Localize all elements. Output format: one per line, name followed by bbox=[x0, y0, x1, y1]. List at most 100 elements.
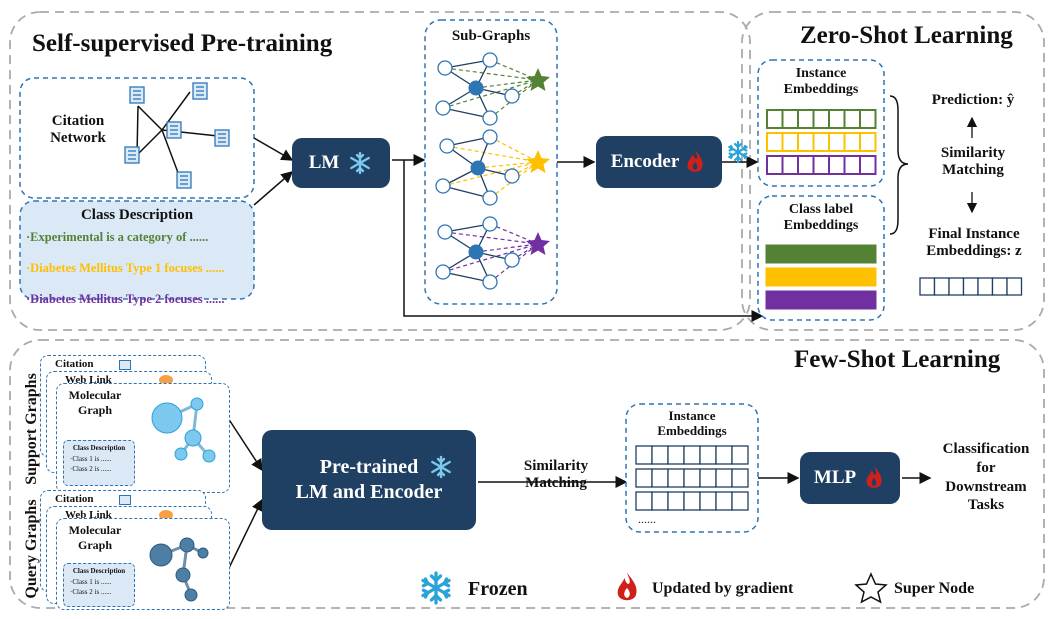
fs-embedding-cell bbox=[683, 445, 701, 465]
card-class-desc-title: Class Description bbox=[72, 567, 126, 575]
fs-embedding-cell bbox=[683, 491, 701, 511]
fs-embedding-cell bbox=[651, 491, 669, 511]
fs-embedding-cell bbox=[699, 468, 717, 488]
final-embedding-cell bbox=[933, 277, 950, 296]
fs-similarity-label: Similarity Matching bbox=[523, 458, 589, 492]
pretraining-panel bbox=[9, 11, 751, 331]
embedding-cell bbox=[828, 132, 846, 152]
fs-embedding-cell bbox=[635, 445, 653, 465]
pretrained-block: Pre-trained LM and Encoder bbox=[262, 430, 476, 530]
final-embedding-cell bbox=[1006, 277, 1023, 296]
legend-frozen-label: Frozen bbox=[468, 578, 528, 600]
final-embedding-cell bbox=[962, 277, 979, 296]
snowflake-icon bbox=[431, 455, 451, 479]
molecule-icon bbox=[151, 397, 216, 463]
fs-embedding-cell bbox=[715, 491, 733, 511]
molecular-graph-label: Molecular Graph bbox=[68, 523, 122, 552]
lm-block: LM bbox=[292, 138, 390, 188]
card-class-line-1: ·Class 1 is ...... bbox=[70, 455, 112, 463]
fs-embedding-cell bbox=[651, 468, 669, 488]
subgraphs-title: Sub-Graphs bbox=[451, 28, 531, 44]
card-back-citation-label: Citation bbox=[55, 493, 94, 505]
embedding-cell bbox=[781, 132, 799, 152]
fs-embedding-cell bbox=[667, 491, 685, 511]
fs-embedding-cell bbox=[635, 491, 653, 511]
support-graphs-label: Support Graphs bbox=[23, 373, 40, 485]
class-label-embeddings-label: Class label Embeddings bbox=[783, 202, 859, 234]
doc-icon bbox=[119, 495, 131, 505]
few-shot-embedding-rows bbox=[635, 445, 749, 511]
mlp-label: MLP bbox=[813, 467, 857, 488]
encoder-label: Encoder bbox=[610, 151, 680, 172]
web-globe-icon bbox=[159, 510, 173, 520]
final-embedding-cell bbox=[919, 277, 936, 296]
fs-embedding-cell bbox=[683, 468, 701, 488]
mlp-block: MLP bbox=[800, 452, 900, 504]
embedding-cell bbox=[812, 109, 830, 129]
pretraining-title: Self-supervised Pre-training bbox=[32, 30, 333, 57]
flame-icon bbox=[866, 466, 882, 488]
embedding-cell bbox=[781, 109, 799, 129]
fs-embedding-cell bbox=[635, 468, 653, 488]
final-embedding-row bbox=[919, 277, 1023, 296]
pretrained-label: Pre-trained LM and Encoder bbox=[295, 456, 443, 503]
legend-updated-label: Updated by gradient bbox=[652, 580, 794, 597]
prediction-label: Prediction: ŷ bbox=[931, 92, 1015, 108]
card-back-citation-label: Citation bbox=[55, 358, 94, 370]
card-molecular-support: Molecular Graph Class Description ·Class… bbox=[56, 383, 230, 493]
card-class-line-2: ·Class 2 is ...... bbox=[70, 588, 112, 596]
zero-shot-panel bbox=[741, 11, 1045, 331]
subgraph-green bbox=[435, 52, 550, 126]
embedding-cell bbox=[828, 109, 846, 129]
fs-instance-embeddings-label: Instance Embeddings bbox=[657, 408, 727, 438]
embedding-cell bbox=[797, 155, 815, 175]
molecular-graph-label: Molecular Graph bbox=[68, 388, 122, 417]
fs-embedding-cell bbox=[699, 491, 717, 511]
doc-icon bbox=[119, 360, 131, 370]
final-embedding-cell bbox=[991, 277, 1008, 296]
embedding-cell bbox=[859, 132, 877, 152]
citation-network-label: Citation Network bbox=[50, 113, 106, 147]
card-molecular-query: Molecular Graph Class Description ·Class… bbox=[56, 518, 230, 610]
legend-flame-icon bbox=[617, 573, 637, 601]
molecule-icon bbox=[149, 537, 209, 602]
card-class-desc: Class Description ·Class 1 is ...... ·Cl… bbox=[63, 563, 135, 607]
fs-embedding-cell bbox=[731, 445, 749, 465]
lm-label: LM bbox=[308, 152, 340, 173]
matching-brace bbox=[889, 95, 909, 235]
class-description-lines: ·Experimental is a category of ...... ·Di… bbox=[26, 230, 254, 307]
snowflake-icon-bridge bbox=[728, 140, 748, 164]
instance-embeddings-label: Instance Embeddings bbox=[783, 66, 859, 98]
fs-embedding-cell bbox=[651, 445, 669, 465]
embedding-cell bbox=[812, 155, 830, 175]
subgraph-yellow bbox=[435, 129, 550, 206]
embedding-cell bbox=[843, 132, 861, 152]
query-graphs-label: Query Graphs bbox=[23, 499, 40, 599]
web-globe-icon bbox=[159, 375, 173, 385]
legend-snowflake-icon bbox=[421, 571, 451, 605]
class-embedding-bar bbox=[765, 267, 877, 287]
final-embedding-cell bbox=[977, 277, 994, 296]
embedding-cell bbox=[843, 155, 861, 175]
fs-ellipsis: ...... bbox=[638, 512, 656, 526]
fs-embedding-cell bbox=[667, 468, 685, 488]
class-embedding-bar bbox=[765, 290, 877, 310]
encoder-block: Encoder bbox=[596, 136, 722, 188]
legend-star-icon bbox=[854, 572, 888, 604]
card-class-desc-title: Class Description bbox=[72, 444, 126, 452]
embedding-cell bbox=[781, 155, 799, 175]
class-description-line: ·Experimental is a category of ...... bbox=[26, 230, 209, 244]
legend-super-node-label: Super Node bbox=[894, 580, 975, 597]
flame-icon bbox=[687, 150, 703, 172]
class-description-title: Class Description bbox=[80, 207, 194, 223]
class-embedding-bar bbox=[765, 244, 877, 264]
few-shot-title: Few-Shot Learning bbox=[794, 346, 1001, 373]
fs-embedding-cell bbox=[715, 468, 733, 488]
embedding-cell bbox=[766, 109, 784, 129]
instance-embedding-rows bbox=[766, 109, 877, 175]
class-description-line: ·Diabetes Mellitus Type 2 focuses ...... bbox=[26, 292, 225, 306]
embedding-cell bbox=[797, 132, 815, 152]
embedding-cell bbox=[766, 132, 784, 152]
final-embedding-cell bbox=[948, 277, 965, 296]
